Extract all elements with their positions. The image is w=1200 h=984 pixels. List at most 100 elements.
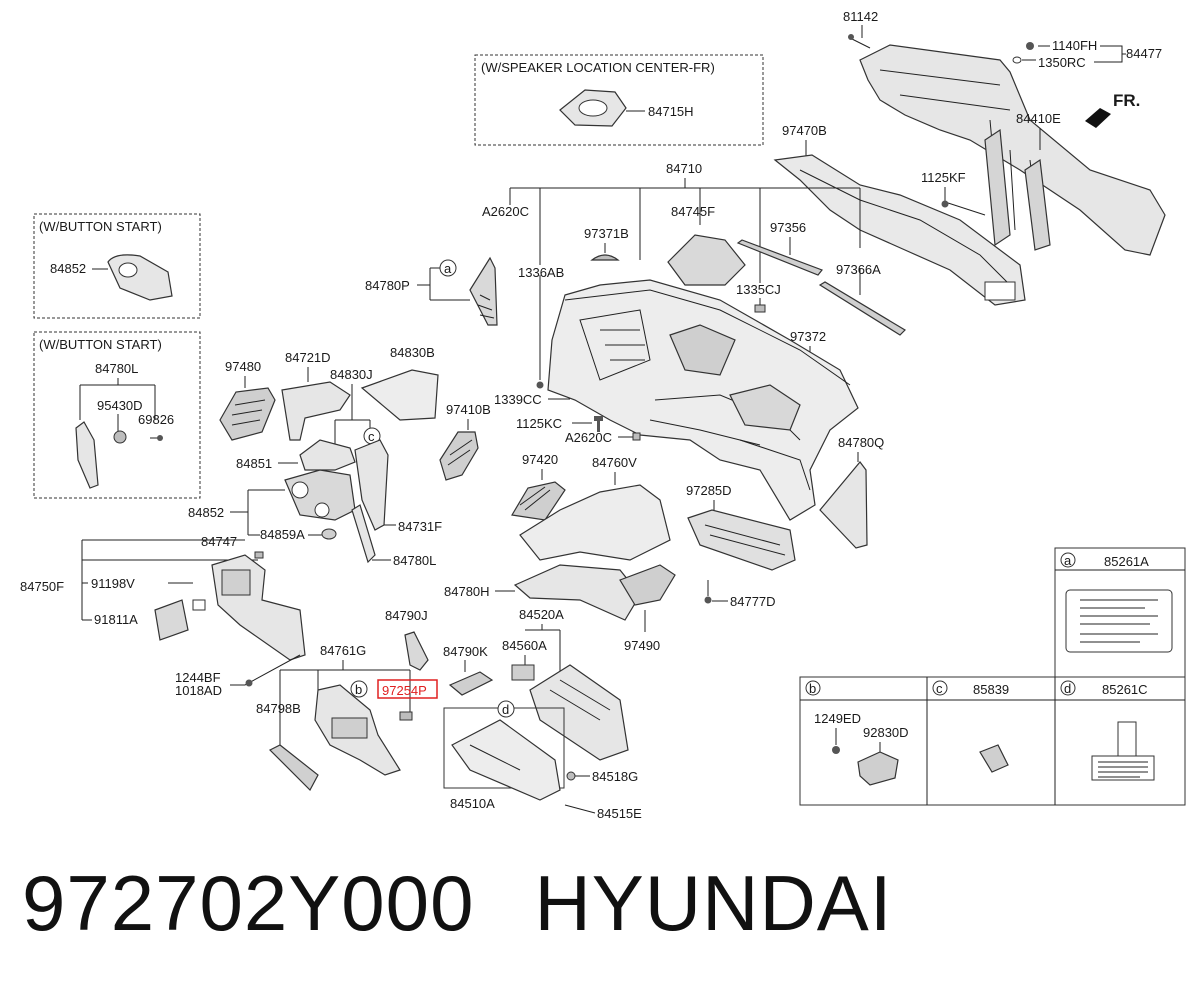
callout-84518G[interactable]: 84518G xyxy=(592,769,638,784)
front-direction-label: FR. xyxy=(1113,91,1140,110)
legend-c-letter: c xyxy=(936,681,943,696)
callout-81142[interactable]: 81142 xyxy=(843,9,878,24)
callout-97420[interactable]: 97420 xyxy=(522,452,558,467)
brand-name: HYUNDAI xyxy=(534,859,893,947)
garnish-84780H-part xyxy=(513,564,641,621)
callout-1140FH[interactable]: 1140FH xyxy=(1052,38,1097,53)
callout-1125KC[interactable]: 1125KC xyxy=(516,416,562,431)
highlight-box xyxy=(377,679,438,699)
side-cover-84780Q-part xyxy=(819,461,868,549)
callout-1350RC[interactable]: 1350RC xyxy=(1038,55,1086,70)
legend-b-letter: b xyxy=(809,681,816,696)
marker-c-letter: c xyxy=(368,429,375,444)
air-vent-97490-part xyxy=(619,564,676,606)
callout-84410E[interactable]: 84410E xyxy=(1016,111,1061,126)
legend-table: a 85261A b 1249ED 92830D c 85839 d 85261… xyxy=(799,547,1186,806)
callout-97254P[interactable]: 97254P xyxy=(382,683,427,698)
duct-97285D-part xyxy=(687,509,796,571)
callout-97371B[interactable]: 97371B xyxy=(584,226,629,241)
button-start-inset-2-part-c[interactable]: 69826 xyxy=(138,412,174,427)
part-number: 972702Y000 xyxy=(22,859,475,947)
callout-97480[interactable]: 97480 xyxy=(225,359,261,374)
callout-84852-main[interactable]: 84852 xyxy=(188,505,224,520)
legend-a-marker xyxy=(1060,552,1076,568)
marker-b xyxy=(350,680,368,698)
callout-84790J[interactable]: 84790J xyxy=(385,608,428,623)
callout-97410B[interactable]: 97410B xyxy=(446,402,491,417)
callout-84710[interactable]: 84710 xyxy=(666,161,702,176)
callout-84798B[interactable]: 84798B xyxy=(256,701,301,716)
callout-1336AB[interactable]: 1336AB xyxy=(518,265,564,280)
button-start-inset-2-title: (W/BUTTON START) xyxy=(39,337,162,352)
callout-84715H[interactable]: 84715H xyxy=(648,104,694,119)
callout-1335CJ[interactable]: 1335CJ xyxy=(736,282,781,297)
callout-84745F[interactable]: 84745F xyxy=(671,204,715,219)
button-start-inset-2-part-b[interactable]: 95430D xyxy=(97,398,143,413)
defroster-duct-part xyxy=(773,154,1026,306)
marker-d-letter: d xyxy=(502,702,509,717)
callout-1339CC[interactable]: 1339CC xyxy=(494,392,542,407)
callout-84560A[interactable]: 84560A xyxy=(502,638,547,653)
callout-A2620C-mid[interactable]: A2620C xyxy=(565,430,612,445)
callout-84510A[interactable]: 84510A xyxy=(450,796,495,811)
callout-84830B[interactable]: 84830B xyxy=(390,345,435,360)
callout-84780Q[interactable]: 84780Q xyxy=(838,435,884,450)
callout-97356[interactable]: 97356 xyxy=(770,220,806,235)
marker-d xyxy=(497,700,515,718)
callout-91198V[interactable]: 91198V xyxy=(91,576,135,591)
callout-1125KF[interactable]: 1125KF xyxy=(921,170,966,185)
marker-a-letter: a xyxy=(444,261,452,276)
part-footer: 972702Y000 HYUNDAI xyxy=(22,858,953,949)
callout-84761G[interactable]: 84761G xyxy=(320,643,366,658)
callout-84721D[interactable]: 84721D xyxy=(285,350,331,365)
callout-84777D[interactable]: 84777D xyxy=(730,594,776,609)
callout-84477[interactable]: 84477 xyxy=(1126,46,1162,61)
bracket-92830D-icon xyxy=(857,751,899,786)
callout-84859A[interactable]: 84859A xyxy=(260,527,305,542)
marker-b-letter: b xyxy=(355,682,362,697)
callout-97490[interactable]: 97490 xyxy=(624,638,660,653)
legend-a-part[interactable]: 85261A xyxy=(1104,554,1149,569)
callout-84760V[interactable]: 84760V xyxy=(592,455,637,470)
button-start-inset-1-frame xyxy=(33,213,201,319)
button-start-inset-1-part[interactable]: 84852 xyxy=(50,261,86,276)
button-start-inset-1-title: (W/BUTTON START) xyxy=(39,219,162,234)
callout-97470B[interactable]: 97470B xyxy=(782,123,827,138)
callout-84731F[interactable]: 84731F xyxy=(398,519,442,534)
callout-91811A[interactable]: 91811A xyxy=(94,612,138,627)
callout-84830J[interactable]: 84830J xyxy=(330,367,373,382)
callout-84520A[interactable]: 84520A xyxy=(519,607,564,622)
callout-84780H[interactable]: 84780H xyxy=(444,584,490,599)
callout-84790K[interactable]: 84790K xyxy=(443,644,488,659)
callout-84851[interactable]: 84851 xyxy=(236,456,272,471)
speaker-inset-frame xyxy=(474,54,764,146)
legend-d-part[interactable]: 85261C xyxy=(1102,682,1148,697)
callout-97285D[interactable]: 97285D xyxy=(686,483,732,498)
panel-84830B-part xyxy=(360,369,439,421)
legend-a-letter: a xyxy=(1064,553,1072,568)
callout-84780P[interactable]: 84780P xyxy=(365,278,410,293)
front-arrow-icon xyxy=(1085,108,1111,128)
callout-97366A[interactable]: 97366A xyxy=(836,262,881,277)
speaker-inset-title: (W/SPEAKER LOCATION CENTER-FR) xyxy=(481,60,715,75)
callout-1018AD[interactable]: 1018AD xyxy=(175,683,222,698)
air-vent-97420-part xyxy=(511,481,566,521)
callout-1244BF[interactable]: 1244BF xyxy=(175,670,221,685)
button-start-inset-2-part-a[interactable]: 84780L xyxy=(95,361,138,376)
callout-84747[interactable]: 84747 xyxy=(201,534,237,549)
callout-84780L-main[interactable]: 84780L xyxy=(393,553,436,568)
callout-84750F[interactable]: 84750F xyxy=(20,579,64,594)
legend-b-part-1[interactable]: 1249ED xyxy=(814,711,861,726)
callout-A2620C-top[interactable]: A2620C xyxy=(482,204,529,219)
side-cover-84780P-part xyxy=(469,256,498,326)
legend-c-part[interactable]: 85839 xyxy=(973,682,1009,697)
callout-84515E[interactable]: 84515E xyxy=(597,806,642,821)
passenger-panel-84760V-part xyxy=(519,484,671,561)
cover-84721D-part xyxy=(281,381,351,441)
glove-box-housing-84520A-part xyxy=(529,664,629,761)
center-speaker-part xyxy=(667,234,746,286)
legend-d-letter: d xyxy=(1064,681,1071,696)
button-start-inset-2-frame xyxy=(33,331,201,499)
callout-97372[interactable]: 97372 xyxy=(790,329,826,344)
legend-b-part-2[interactable]: 92830D xyxy=(863,725,909,740)
